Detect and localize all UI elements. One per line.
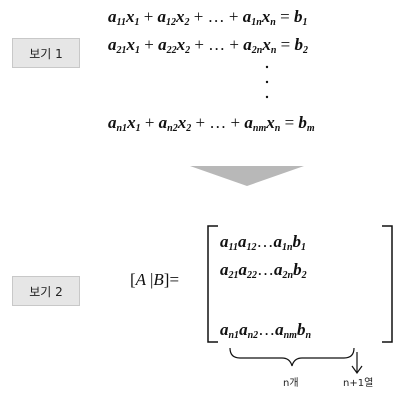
n-columns-label: n개 (283, 377, 299, 389)
vdot (265, 80, 269, 84)
columns-brace (229, 347, 355, 367)
down-arrow-icon (190, 166, 304, 186)
matrix-row-m: an1an2…anmbn (220, 320, 311, 341)
left-bracket (207, 225, 218, 343)
augmented-matrix: [A |B]= a11a12…a1nb1 a21a22…a2nb2 an1an2… (130, 225, 393, 343)
example-1-label: 보기 1 (12, 38, 80, 68)
vdot (265, 65, 269, 69)
last-column-label: n+1열 (343, 377, 373, 389)
augmented-lhs: [A |B]= (130, 270, 179, 289)
equation-row-m: an1x1 + an2x2 + … + anmxn = bm (108, 113, 315, 134)
matrix-row-1: a11a12…a1nb1 (220, 232, 306, 253)
vdot (265, 95, 269, 99)
right-bracket (382, 225, 393, 343)
equation-row-1: a11x1 + a12x2 + … + a1nxn = b1 (108, 7, 307, 28)
example-2-label: 보기 2 (12, 276, 80, 306)
matrix-row-2: a21a22…a2nb2 (220, 260, 307, 281)
equation-row-2: a21x1 + a22x2 + … + a2nxn = b2 (108, 35, 308, 56)
linear-system: a11x1 + a12x2 + … + a1nxn = b1 a21x1 + a… (108, 7, 315, 134)
arrow-down-icon (351, 365, 363, 375)
